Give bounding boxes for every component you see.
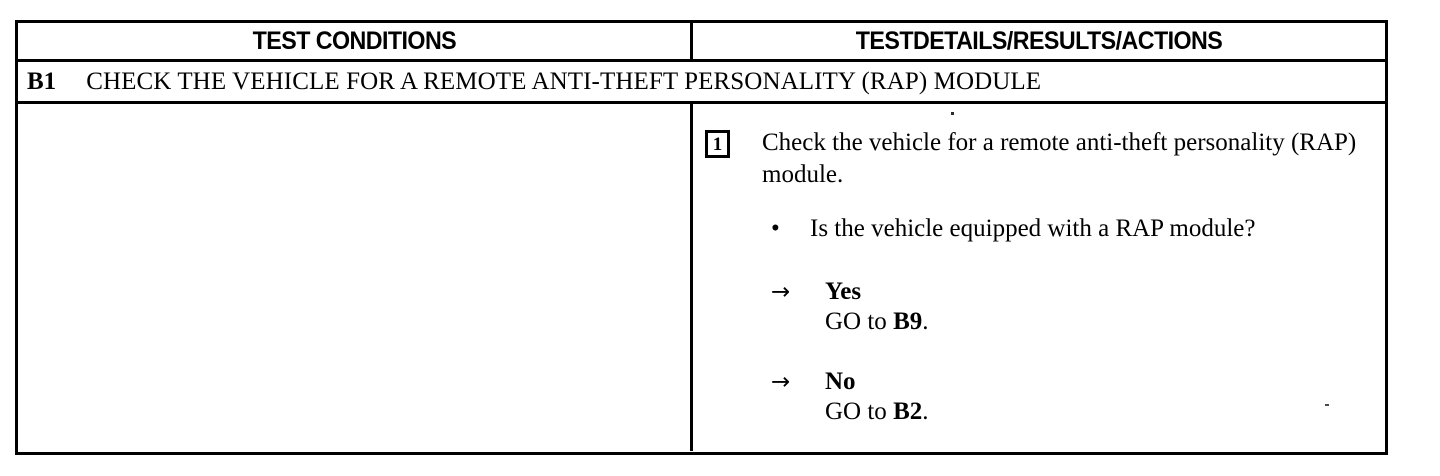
arrow-right-icon: → [771,369,791,395]
table-header-row: TEST CONDITIONS TESTDETAILS/RESULTS/ACTI… [18,23,1385,62]
answer-yes-goto-target: B9 [893,307,923,335]
table-body-row: 1 Check the vehicle for a remote anti-th… [18,104,1385,451]
bullet-icon: • [771,215,780,242]
header-label-test-details: TESTDETAILS/RESULTS/ACTIONS [855,26,1223,55]
answer-no-label: No [825,368,856,395]
test-title-text: CHECK THE VEHICLE FOR A REMOTE ANTI-THEF… [86,68,1042,95]
step-number-box: 1 [705,130,730,158]
answer-yes-label: Yes [825,278,862,305]
header-cell-test-details: TESTDETAILS/RESULTS/ACTIONS [693,23,1385,59]
step-question-text: Is the vehicle equipped with a RAP modul… [810,215,1256,242]
answer-yes-body: Yes GO to B9. [825,277,929,336]
arrow-right-icon: → [771,279,791,305]
answer-yes-goto: GO to B9. [825,307,929,337]
step-number-label: 1 [712,133,723,155]
answer-yes-goto-suffix: . [922,307,929,335]
answer-no-goto-target: B2 [893,397,923,425]
answer-yes-goto-prefix: GO to [825,307,894,335]
answer-branch-yes: → Yes GO to B9. [771,277,929,336]
header-label-test-conditions: TEST CONDITIONS [252,26,456,55]
test-conditions-cell [18,104,693,451]
step-instruction-text: Check the vehicle for a remote anti-thef… [762,129,1357,188]
answer-branch-no: → No GO to B2. [771,367,929,426]
test-step-code: B1 [27,68,57,95]
answer-no-body: No GO to B2. [825,367,929,426]
answer-no-goto: GO to B2. [825,397,929,427]
pinpoint-test-table: TEST CONDITIONS TESTDETAILS/RESULTS/ACTI… [15,20,1388,455]
header-cell-test-conditions: TEST CONDITIONS [18,23,693,59]
test-step-1: 1 Check the vehicle for a remote anti-th… [705,127,1375,191]
answer-no-goto-suffix: . [922,397,929,425]
scan-artifact-speck [951,112,954,115]
test-title-row: B1 CHECK THE VEHICLE FOR A REMOTE ANTI-T… [18,62,1385,104]
step-question-bullet: • Is the vehicle equipped with a RAP mod… [771,216,1256,241]
answer-no-goto-prefix: GO to [825,397,894,425]
test-details-cell: 1 Check the vehicle for a remote anti-th… [693,104,1385,451]
scan-artifact-speck-lower [1325,404,1329,406]
